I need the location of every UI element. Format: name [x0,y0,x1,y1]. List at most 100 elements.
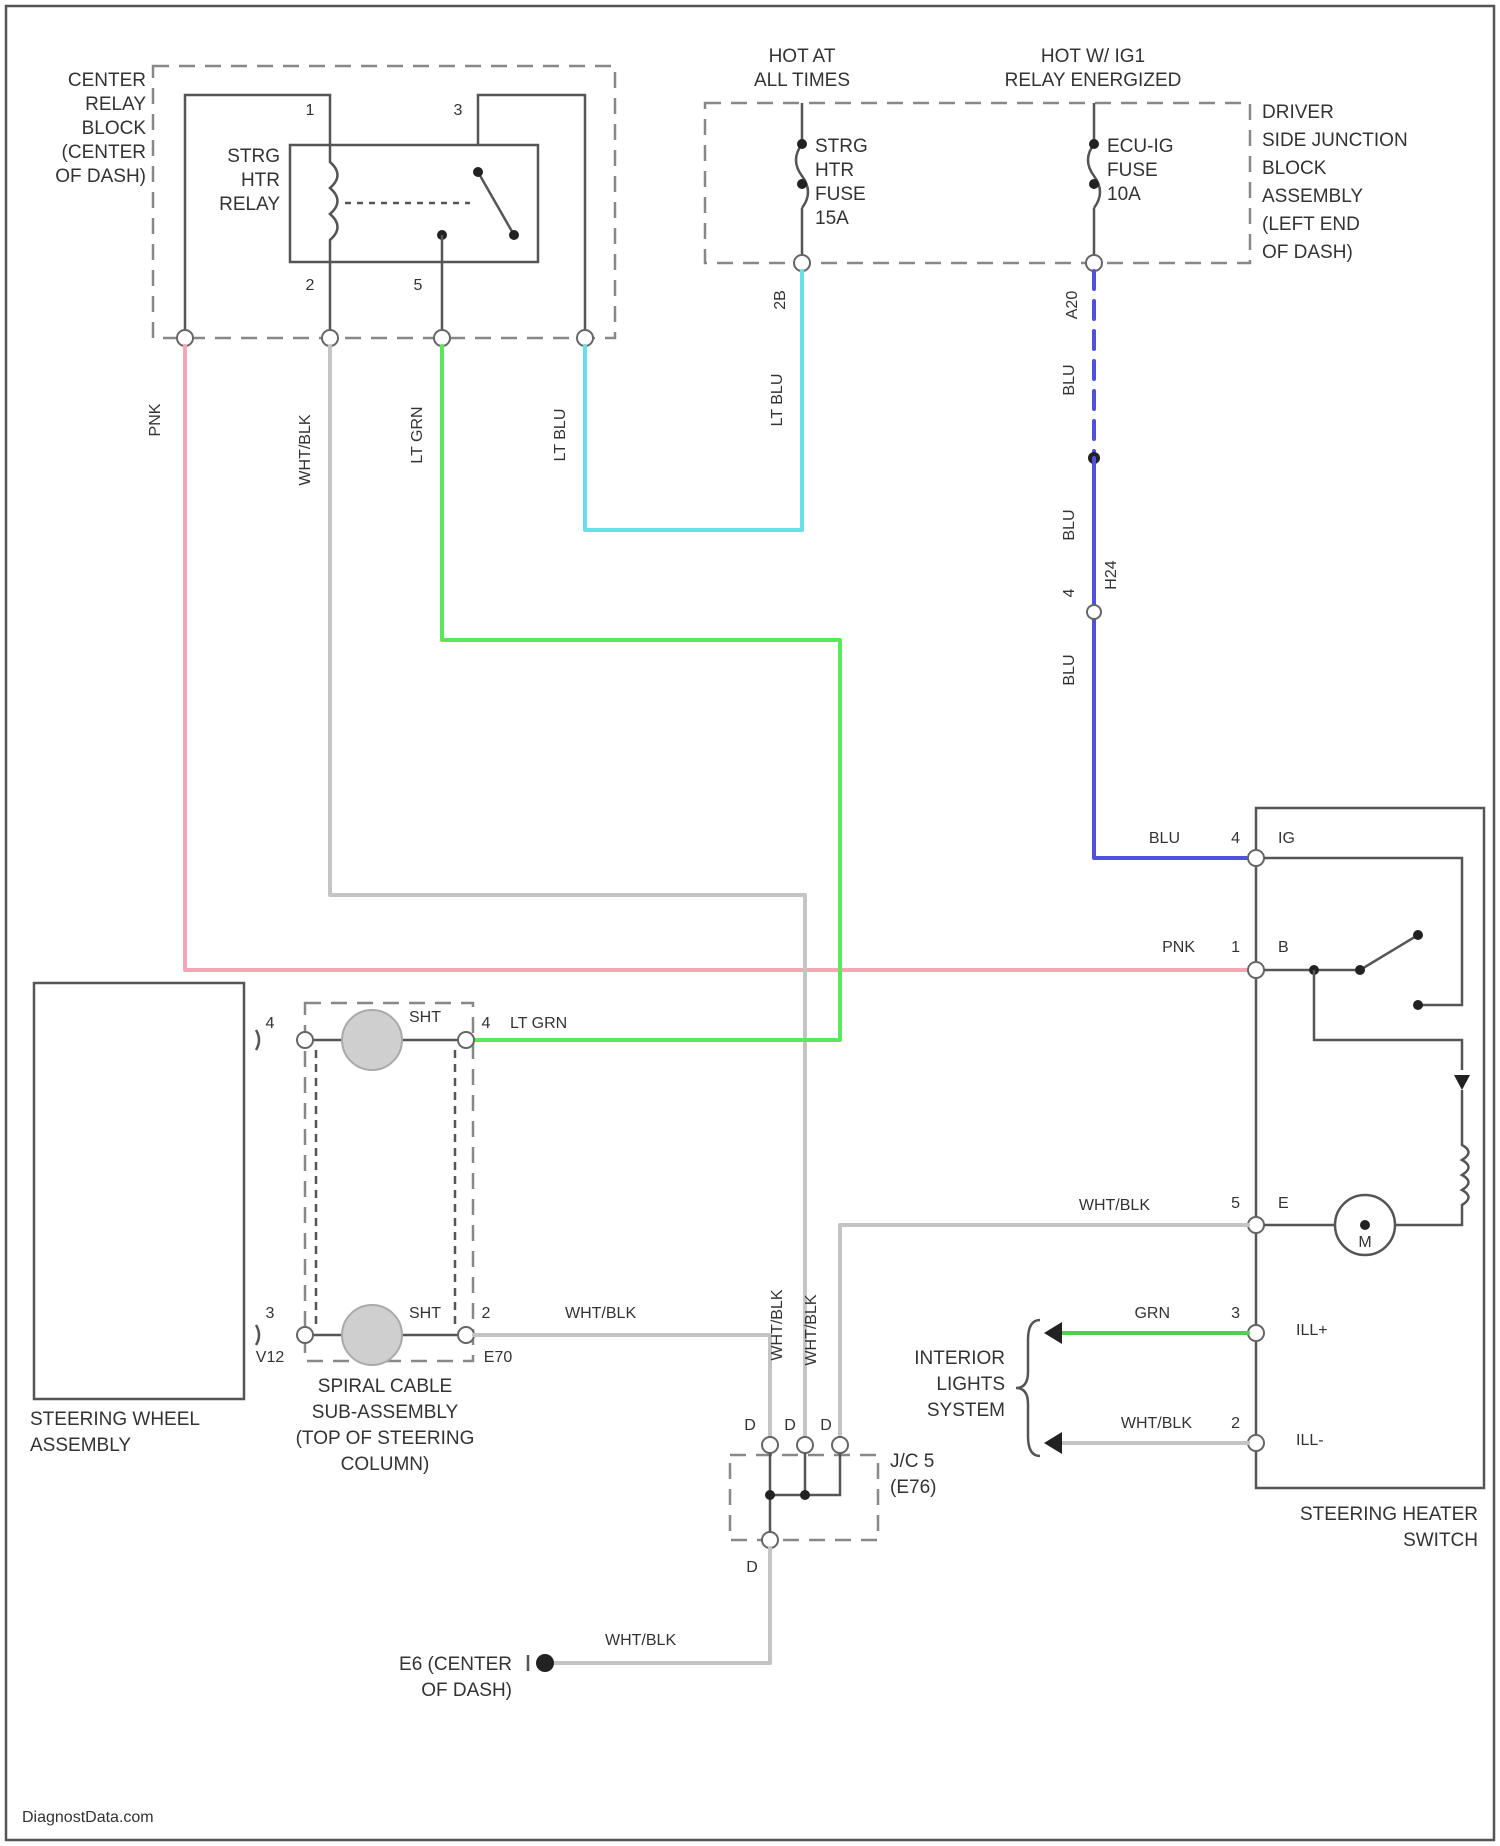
switch-pin-number: 1 [1231,939,1240,956]
spiral-cable-label-line: SPIRAL CABLE [318,1376,452,1397]
spiral-cable-terminal [297,1327,313,1343]
switch-pin-name: E [1278,1195,1289,1212]
fuse-contact-dot [1089,139,1099,149]
wht-blk-wire [330,346,805,1437]
fuse-contact-dot [1089,179,1099,189]
wire-color-label: WHT/BLK [297,414,314,485]
switch-pin-number: 2 [1231,1415,1240,1432]
wire-color-label: LT GRN [409,406,426,463]
wire-color-label: WHT/BLK [803,1294,820,1365]
spiral-cable-terminal [458,1327,474,1343]
relay-block-label-line: (CENTER [62,142,146,163]
junction-connector-label: J/C 5 (E76) [890,1451,936,1498]
steering-heater-relay-body [290,145,538,262]
ground-label-line: OF DASH) [421,1680,512,1701]
junction-pin-label: 2B [772,290,789,310]
junction-block-terminal [794,255,810,271]
junction-connector-label-line: (E76) [890,1477,936,1498]
steering-heater-switch-label: STEERING HEATER SWITCH [1300,1504,1478,1551]
fuse-contact-dot [797,139,807,149]
power-label-line: ALL TIMES [754,70,850,91]
ground-label-line: E6 (CENTER [399,1654,512,1675]
interior-lights-label-line: LIGHTS [936,1374,1005,1395]
wire-color-label: PNK [147,403,164,436]
junction-block-label-line: DRIVER [1262,102,1334,123]
spiral-cable-connector-id: E70 [484,1349,513,1366]
steering-heater-fuse [796,144,808,208]
steering-heater-fuse-label: STRG HTR FUSE 15A [815,136,868,229]
junction-connector-terminal [797,1437,813,1453]
spiral-cable-label-line: SUB-ASSEMBLY [312,1402,459,1423]
junction-connector-terminal [762,1532,778,1548]
interior-lights-system-label: INTERIOR LIGHTS SYSTEM [914,1348,1005,1421]
switch-terminal-ill-minus [1248,1435,1264,1451]
relay-block-terminal [322,330,338,346]
relay-label-line: HTR [241,170,280,191]
relay-block-label-line: RELAY [85,94,146,115]
junction-pin-label: A20 [1064,291,1081,320]
steering-heater-switch-body [1256,808,1484,1488]
switch-terminal-ill-plus [1248,1325,1264,1341]
junction-connector-pin: D [820,1417,832,1434]
hot-at-all-times-label: HOT AT ALL TIMES [754,46,850,91]
steering-heater-relay-label: STRG HTR RELAY [219,146,280,215]
switch-internal-wire [1314,970,1462,1070]
hot-ig1-label: HOT W/ IG1 RELAY ENERGIZED [1005,46,1182,91]
fuse-label-line: HTR [815,160,854,181]
junction-connector-terminal [832,1437,848,1453]
junction-block-terminal [1086,255,1102,271]
switch-label-line: STEERING HEATER [1300,1504,1478,1525]
relay-block-label-line: OF DASH) [55,166,146,187]
spiral-cable-label-line: (TOP OF STEERING [296,1428,475,1449]
spiral-cable-label: SPIRAL CABLE SUB-ASSEMBLY (TOP OF STEERI… [296,1376,475,1475]
interior-lights-label-line: INTERIOR [914,1348,1005,1369]
arrow-icon [1044,1322,1062,1344]
ground-label: E6 (CENTER OF DASH) [399,1654,512,1701]
pnk-wire [185,346,1248,970]
spiral-cable-sht-label: SHT [409,1305,441,1322]
relay-block-label-line: CENTER [68,70,146,91]
motor-label: M [1358,1234,1371,1251]
connector-mark [256,1030,259,1050]
relay-contact-dot [473,167,483,177]
switch-contact-arm [1360,935,1418,970]
spiral-cable-terminal [458,1032,474,1048]
power-label-line: HOT W/ IG1 [1041,46,1145,67]
junction-block-label-line: BLOCK [1262,158,1327,179]
power-label-line: HOT AT [769,46,836,67]
relay-label-line: STRG [227,146,280,167]
fuse-label-line: STRG [815,136,868,157]
relay-contact-dot [509,230,519,240]
fuse-label-line: 10A [1107,184,1141,205]
wire-color-label: LT BLU [769,374,786,427]
spiral-cable-terminal [297,1032,313,1048]
switch-contact-dot [1413,930,1423,940]
wire-color-label: BLU [1061,654,1078,685]
relay-pin-number: 5 [414,277,423,294]
interior-lights-label-line: SYSTEM [927,1400,1005,1421]
steering-wheel-connector-id: V12 [256,1349,285,1366]
relay-switch-contact [478,172,514,235]
spiral-cable-sht-icon [342,1305,402,1365]
switch-contact-dot [1413,1000,1423,1010]
motor-center-dot [1360,1220,1370,1230]
relay-block-terminal [434,330,450,346]
steering-wheel-pin: 4 [266,1015,275,1032]
spiral-cable-pin: 4 [482,1015,491,1032]
switch-pin-name: IG [1278,830,1295,847]
switch-pin-number: 3 [1231,1305,1240,1322]
wire-color-label: BLU [1061,364,1078,395]
ecu-ig-fuse-label: ECU-IG FUSE 10A [1107,136,1174,205]
junction-block-label-line: (LEFT END [1262,214,1360,235]
inline-connector-id: H24 [1103,560,1120,589]
junction-block-label: DRIVER SIDE JUNCTION BLOCK ASSEMBLY (LEF… [1262,102,1408,263]
switch-pin-name: ILL- [1296,1432,1324,1449]
blu-wire [1094,458,1248,858]
ground-icon [536,1654,554,1672]
steering-wheel-assembly-body [34,983,244,1399]
driver-side-junction-block-boundary [705,103,1250,263]
switch-coil-wire [1395,1090,1469,1225]
power-label-line: RELAY ENERGIZED [1005,70,1182,91]
fuse-label-line: ECU-IG [1107,136,1174,157]
